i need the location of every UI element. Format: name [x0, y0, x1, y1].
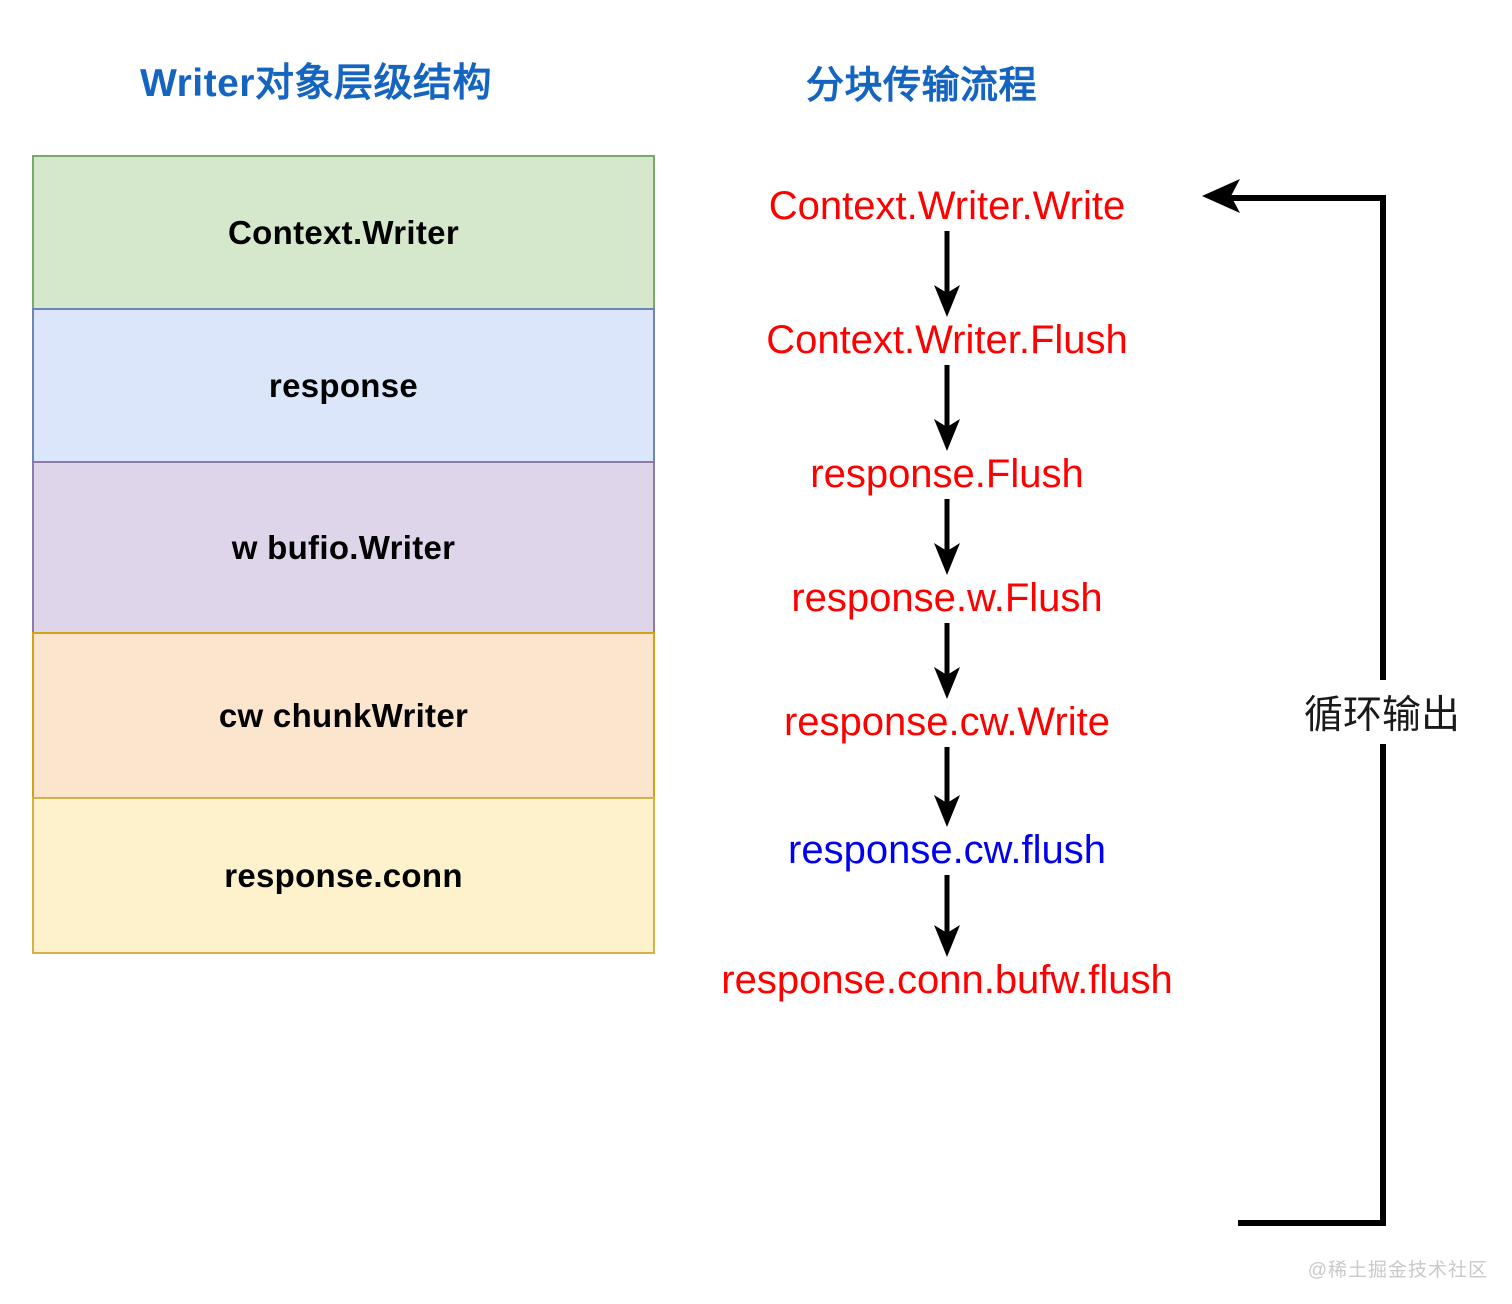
- flow-step-response-cw-write: response.cw.Write: [783, 700, 1111, 744]
- layer-label: cw chunkWriter: [218, 696, 469, 734]
- arrow-left-icon: [1202, 179, 1240, 213]
- layer-label: response.conn: [224, 856, 463, 894]
- writer-hierarchy-stack: Context.Writer response w bufio.Writer c…: [32, 155, 655, 954]
- flow-step-response-cw-flush: response.cw.flush: [788, 828, 1106, 872]
- flow-arrow-3: [647, 495, 1247, 577]
- flow-arrow-6: [647, 871, 1247, 959]
- flow-arrow-2: [647, 361, 1247, 453]
- arrow-down-icon: [934, 365, 960, 451]
- layer-label: response: [268, 366, 419, 404]
- page-title-chunked-flow: 分块传输流程: [806, 65, 1038, 107]
- arrow-down-icon: [934, 623, 960, 699]
- flow-arrow-4: [647, 619, 1247, 701]
- layer-label: Context.Writer: [228, 213, 459, 251]
- layer-box-context-writer: Context.Writer: [32, 155, 655, 310]
- arrow-down-icon: [934, 499, 960, 575]
- layer-box-response: response: [32, 308, 655, 463]
- flow-step-context-writer-write: Context.Writer.Write: [768, 184, 1126, 228]
- loop-label: 循环输出: [1298, 680, 1467, 744]
- flow-arrow-5: [647, 743, 1247, 829]
- layer-label: w bufio.Writer: [231, 528, 456, 566]
- arrow-down-icon: [934, 747, 960, 827]
- flow-step-response-w-flush: response.w.Flush: [791, 576, 1103, 620]
- chunked-transfer-flow: Context.Writer.Write Context.Writer.Flus…: [647, 185, 1247, 1001]
- flow-step-context-writer-flush: Context.Writer.Flush: [766, 318, 1128, 362]
- layer-box-bufio-writer: w bufio.Writer: [32, 461, 655, 634]
- layer-box-chunk-writer: cw chunkWriter: [32, 632, 655, 799]
- flow-step-response-conn-bufw-flush: response.conn.bufw.flush: [721, 958, 1173, 1002]
- layer-box-response-conn: response.conn: [32, 797, 655, 954]
- arrow-down-icon: [934, 231, 960, 317]
- flow-arrow-1: [647, 227, 1247, 319]
- arrow-down-icon: [934, 875, 960, 957]
- page-title-writer-hierarchy: Writer对象层级结构: [140, 62, 492, 105]
- watermark: @稀土掘金技术社区: [1307, 1260, 1488, 1281]
- flow-step-response-flush: response.Flush: [810, 452, 1084, 496]
